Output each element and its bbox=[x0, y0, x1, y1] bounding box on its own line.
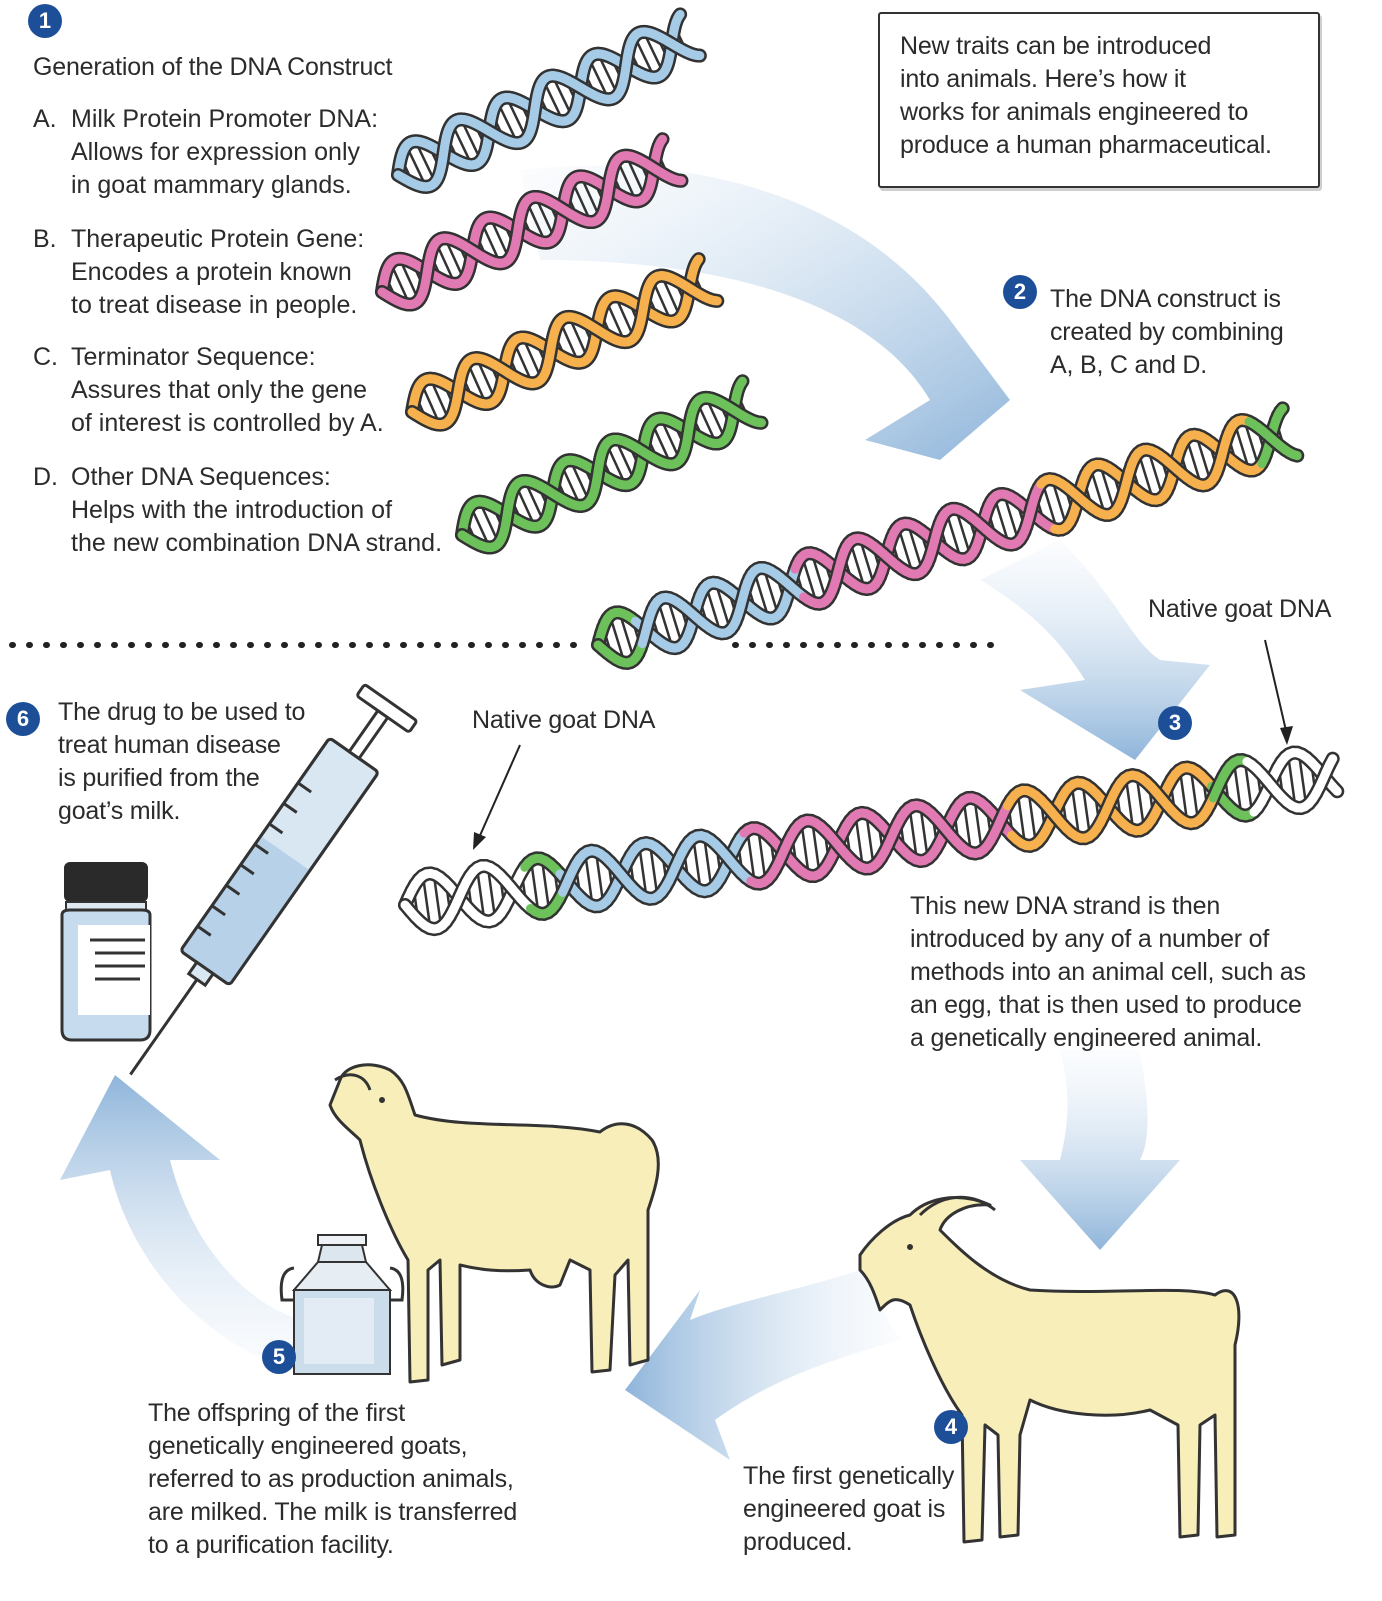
dna-helix-c bbox=[405, 252, 725, 432]
intro-line: produce a human pharmaceutical. bbox=[900, 131, 1272, 159]
component-letter: B. bbox=[33, 225, 57, 253]
intro-box: New traits can be introduced into animal… bbox=[878, 12, 1320, 188]
step-6-line: is purified from the bbox=[58, 764, 260, 792]
dna-helix-construct bbox=[591, 401, 1305, 670]
step-5-text: The offspring of the first genetically e… bbox=[148, 1397, 517, 1562]
step-5-line: to a purification facility. bbox=[148, 1531, 394, 1559]
component-line: Other DNA Sequences: bbox=[71, 463, 331, 491]
intro-line: New traits can be introduced bbox=[900, 32, 1212, 60]
step-3-line: This new DNA strand is then bbox=[910, 892, 1221, 920]
goat-icon bbox=[328, 1063, 660, 1384]
arrow-step1-to-2 bbox=[520, 165, 1010, 460]
native-goat-dna-label-left: Native goat DNA bbox=[472, 706, 656, 734]
step-3-line: introduced by any of a number of bbox=[910, 925, 1270, 953]
component-line: Terminator Sequence: bbox=[71, 343, 316, 371]
component-line: Milk Protein Promoter DNA: bbox=[71, 105, 379, 133]
component-letter: C. bbox=[33, 343, 58, 371]
arrow-step2-to-3 bbox=[980, 540, 1210, 760]
component-line: the new combination DNA strand. bbox=[71, 529, 443, 557]
intro-text: New traits can be introduced into animal… bbox=[900, 30, 1272, 162]
step-4-line: produced. bbox=[743, 1528, 853, 1556]
step-5-badge: 5 bbox=[262, 1340, 296, 1374]
dna-helix-d bbox=[455, 374, 769, 555]
step-6-badge: 6 bbox=[6, 702, 40, 736]
arrow-step3-to-4 bbox=[1020, 1050, 1180, 1250]
step-3-text: This new DNA strand is then introduced b… bbox=[910, 890, 1306, 1055]
step-3-line: an egg, that is then used to produce bbox=[910, 991, 1302, 1019]
step-6-line: The drug to be used to bbox=[58, 698, 306, 726]
component-line: of interest is controlled by A. bbox=[71, 409, 384, 437]
step-2-badge: 2 bbox=[1003, 275, 1037, 309]
component-letter: A. bbox=[33, 105, 57, 133]
native-goat-dna-label-right: Native goat DNA bbox=[1148, 595, 1332, 623]
step-1-title: Generation of the DNA Construct bbox=[33, 53, 393, 81]
syringe-icon bbox=[129, 683, 418, 1076]
dna-helix-integrated bbox=[398, 745, 1345, 937]
step-3-line: methods into an animal cell, such as bbox=[910, 958, 1306, 986]
step-5-line: The offspring of the first bbox=[148, 1399, 405, 1427]
step-2-line: The DNA construct is bbox=[1050, 285, 1281, 313]
milk-can-icon bbox=[279, 1234, 405, 1375]
step-2-line: A, B, C and D. bbox=[1050, 351, 1207, 379]
dna-helix-a bbox=[391, 7, 707, 194]
step-4-line: engineered goat is bbox=[743, 1495, 946, 1523]
component-line: Assures that only the gene bbox=[71, 376, 368, 404]
component-line: Encodes a protein known bbox=[71, 258, 352, 286]
component-line: to treat disease in people. bbox=[71, 291, 358, 319]
step-4-text: The first genetically engineered goat is… bbox=[743, 1460, 954, 1559]
arrow-step5-to-6 bbox=[60, 1075, 300, 1370]
step-6-text: The drug to be used to treat human disea… bbox=[58, 696, 305, 828]
pointer-native-right bbox=[1264, 639, 1293, 745]
step-3-line: a genetically engineered animal. bbox=[910, 1024, 1263, 1052]
step-4-badge: 4 bbox=[934, 1410, 968, 1444]
goat-icon bbox=[858, 1195, 1241, 1544]
step-2-line: created by combining bbox=[1050, 318, 1284, 346]
step-6-line: goat’s milk. bbox=[58, 797, 181, 825]
vial-icon bbox=[60, 862, 152, 1042]
pointer-native-left bbox=[473, 744, 521, 850]
step-1-badge: 1 bbox=[28, 4, 62, 38]
step-2-text: The DNA construct is created by combinin… bbox=[1050, 283, 1284, 382]
step-6-line: treat human disease bbox=[58, 731, 281, 759]
dna-helix-b bbox=[375, 132, 689, 312]
component-line: in goat mammary glands. bbox=[71, 171, 352, 199]
step-4-line: The first genetically bbox=[743, 1462, 955, 1490]
step-3-badge: 3 bbox=[1158, 706, 1192, 740]
component-line: Helps with the introduction of bbox=[71, 496, 393, 524]
intro-line: works for animals engineered to bbox=[900, 98, 1249, 126]
arrow-step4-to-5 bbox=[625, 1270, 900, 1460]
component-letter: D. bbox=[33, 463, 58, 491]
component-line: Therapeutic Protein Gene: bbox=[71, 225, 365, 253]
step-5-line: are milked. The milk is transferred bbox=[148, 1498, 518, 1526]
step-5-line: genetically engineered goats, bbox=[148, 1432, 468, 1460]
step-5-line: referred to as production animals, bbox=[148, 1465, 514, 1493]
intro-line: into animals. Here’s how it bbox=[900, 65, 1186, 93]
component-line: Allows for expression only bbox=[71, 138, 361, 166]
